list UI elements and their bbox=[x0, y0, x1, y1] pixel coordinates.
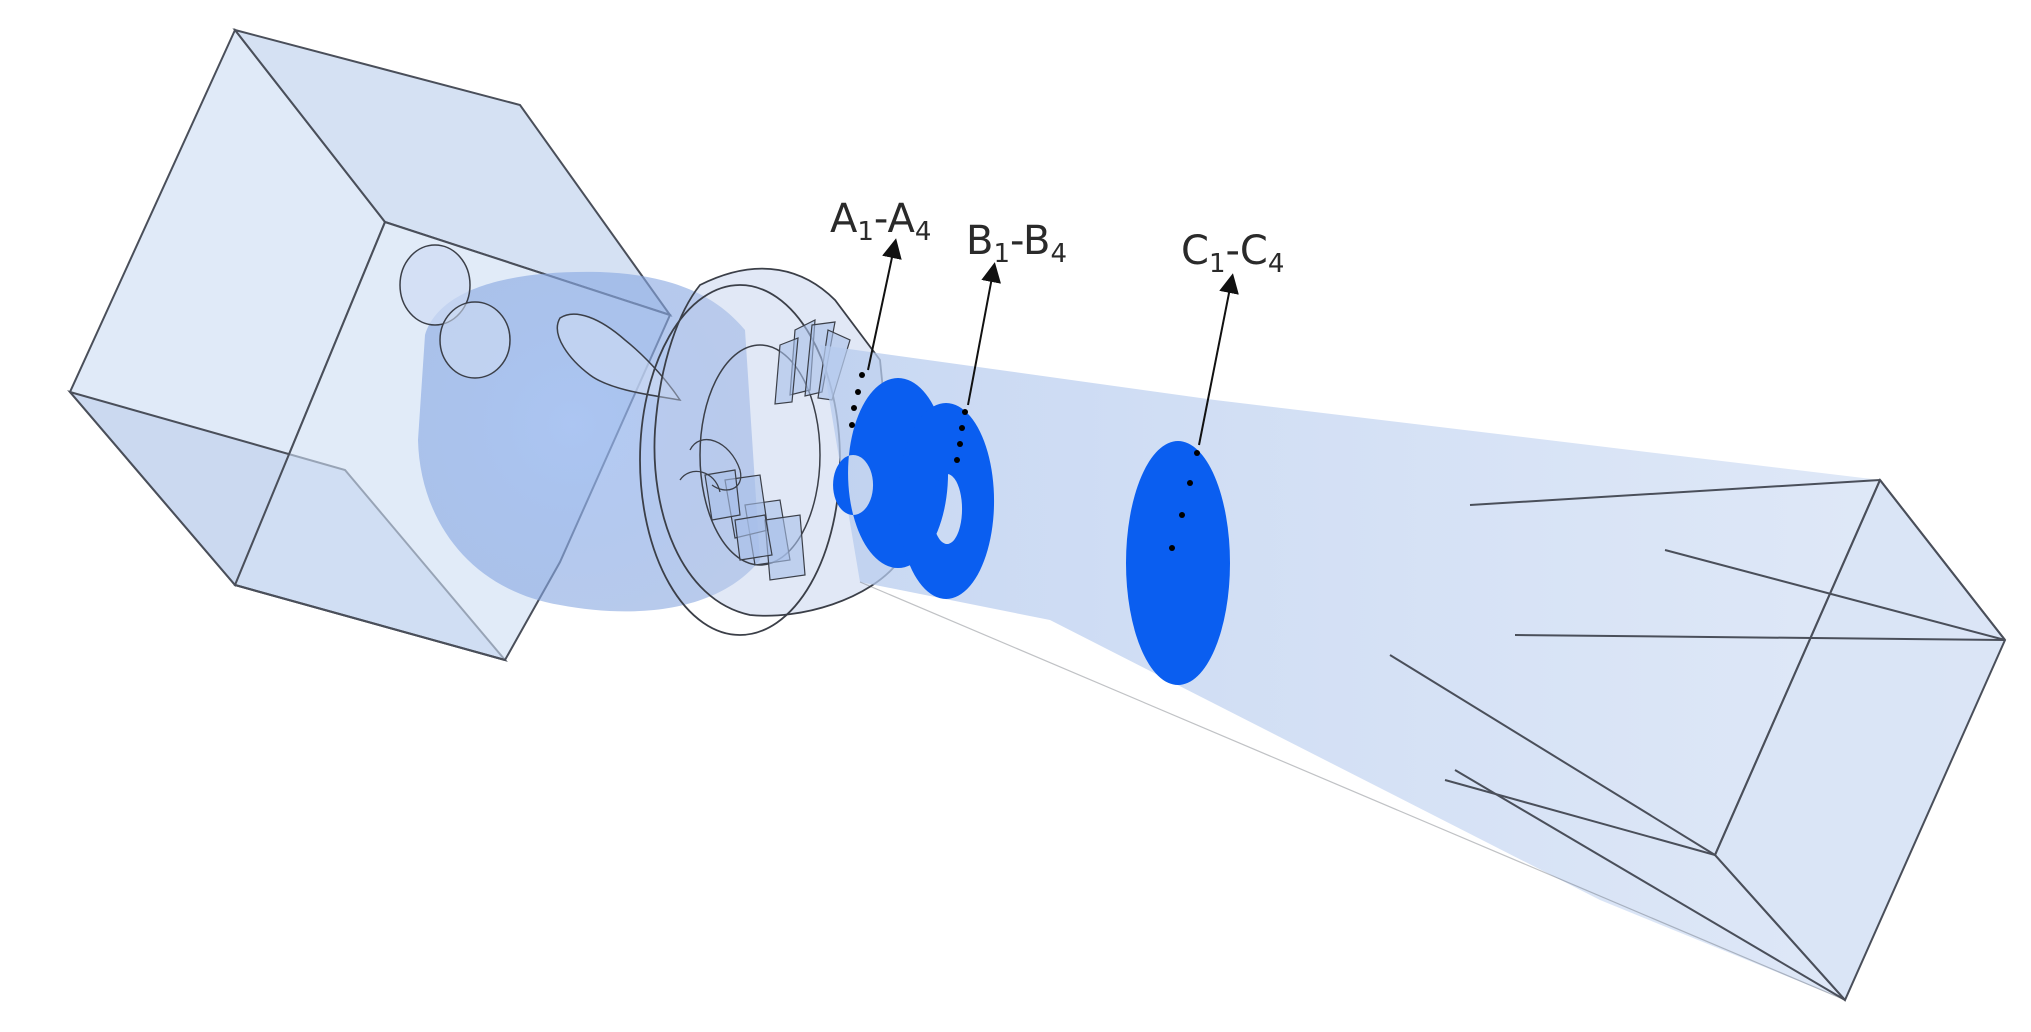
measure-point bbox=[1169, 545, 1175, 551]
dilution-hole bbox=[439, 301, 511, 379]
leader-arrows bbox=[867, 238, 1239, 446]
diffuser-edge bbox=[1469, 479, 1881, 506]
measure-point bbox=[1194, 450, 1200, 456]
label-b: B1-B4 bbox=[966, 218, 1067, 269]
measure-point bbox=[959, 425, 965, 431]
section-plane-c-disk bbox=[1126, 441, 1230, 685]
measure-point bbox=[1187, 480, 1193, 486]
arrow-up-right-icon bbox=[967, 262, 1001, 406]
measure-point bbox=[859, 372, 865, 378]
section-plane-b-ring bbox=[898, 403, 995, 599]
diffuser-edge bbox=[1444, 779, 1716, 856]
section-plane-c bbox=[1126, 441, 1230, 685]
diffuser-cone bbox=[820, 345, 2007, 1002]
arrow-up-right-icon bbox=[867, 238, 902, 371]
label-a: A1-A4 bbox=[830, 196, 931, 247]
diffuser-body bbox=[820, 345, 2005, 1000]
measure-point bbox=[849, 422, 855, 428]
measure-point bbox=[962, 409, 968, 415]
dilution-hole bbox=[399, 244, 471, 326]
measure-points-b bbox=[954, 409, 968, 463]
measure-point bbox=[1179, 512, 1185, 518]
label-c: C1-C4 bbox=[1181, 228, 1284, 279]
measure-point bbox=[855, 389, 861, 395]
measure-point bbox=[954, 457, 960, 463]
measure-points-c bbox=[1169, 450, 1200, 551]
diffuser-edge bbox=[1389, 654, 1716, 856]
section-plane-b bbox=[898, 403, 995, 599]
diffuser-edge bbox=[859, 581, 1846, 1001]
diffuser-edge bbox=[1514, 634, 2006, 641]
swirler-inner-ring bbox=[699, 344, 821, 566]
swirler-curve bbox=[679, 470, 721, 493]
liner-dome bbox=[399, 244, 760, 612]
diffuser-edge bbox=[1714, 854, 1846, 1001]
inlet-box-edge bbox=[234, 584, 506, 661]
measure-points-a bbox=[849, 372, 865, 428]
measure-point bbox=[957, 441, 963, 447]
diffuser-edge bbox=[1879, 479, 2006, 641]
diffuser-edge bbox=[1714, 479, 1881, 856]
diffuser-edge bbox=[1664, 549, 2006, 641]
swirl-slot bbox=[556, 313, 682, 402]
measure-point bbox=[851, 405, 857, 411]
swirler-curve bbox=[689, 439, 742, 491]
diffuser-edge bbox=[1454, 769, 1846, 1001]
arrow-up-right-icon bbox=[1198, 273, 1239, 446]
